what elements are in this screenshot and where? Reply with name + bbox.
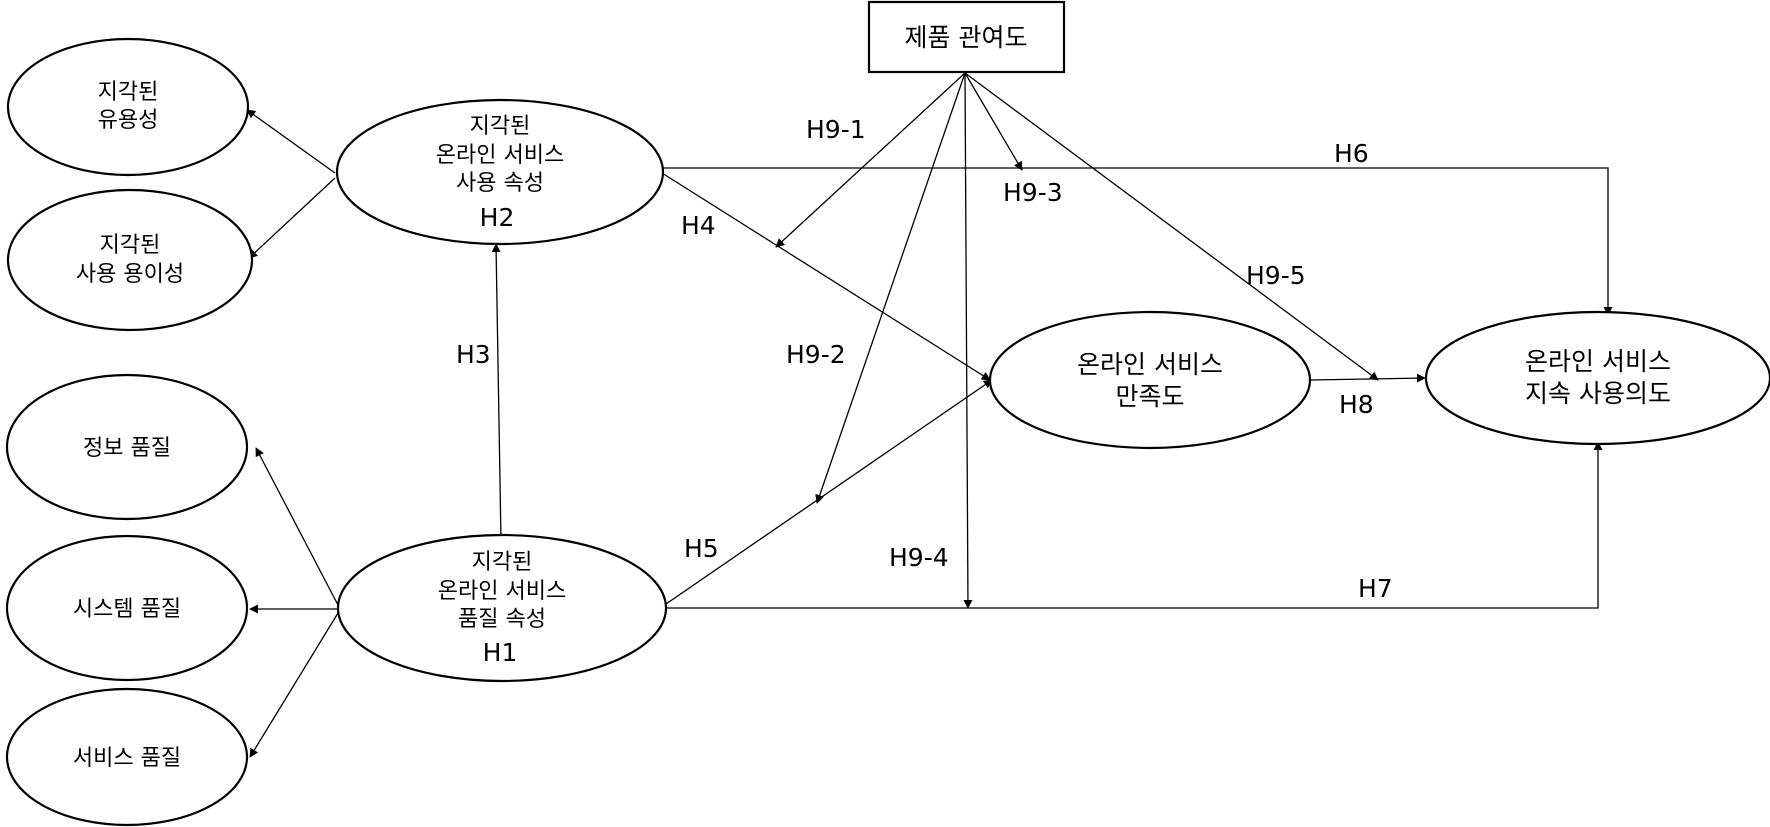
node-system-quality: 시스템 품질 — [5, 534, 249, 682]
qualityattr-line-1: 지각된 — [472, 550, 533, 575]
label-h3: H3 — [456, 340, 491, 369]
moderator-label: 제품 관여도 — [905, 23, 1028, 52]
edge-h3 — [491, 243, 502, 542]
node-online-service-use-attributes: 지각된 온라인 서비스 사용 속성 H2 — [335, 98, 665, 246]
qualityattr-line-3: 품질 속성 — [458, 607, 546, 632]
edge-h9-1 — [775, 72, 966, 248]
edge-qualityattr-svcq — [249, 612, 339, 758]
edge-h8 — [1309, 373, 1426, 383]
node-information-quality: 정보 품질 — [5, 373, 249, 521]
label-h6: H6 — [1334, 139, 1369, 168]
label-h9-2: H9-2 — [786, 340, 846, 369]
satisfaction-line-2: 만족도 — [1115, 382, 1184, 411]
ease-line-2: 사용 용이성 — [76, 262, 184, 287]
edge-useattr-usefulness — [246, 109, 336, 174]
node-online-service-quality-attributes: 지각된 온라인 서비스 품질 속성 H1 — [336, 533, 668, 683]
hypothesis-labels: H3 H4 H5 H6 H7 H8 H9-1 H9-2 H9-3 H9-4 H9… — [456, 115, 1393, 603]
infoq-label: 정보 품질 — [83, 436, 171, 461]
label-h5: H5 — [684, 534, 719, 563]
satisfaction-line-1: 온라인 서비스 — [1077, 350, 1223, 379]
node-perceived-ease-of-use: 지각된 사용 용이성 — [6, 188, 254, 332]
edge-h9-2 — [815, 72, 966, 504]
edge-h9-3 — [964, 72, 1023, 171]
continuance-line-1: 온라인 서비스 — [1525, 347, 1671, 376]
label-h9-5: H9-5 — [1246, 261, 1306, 290]
edge-useattr-ease — [248, 177, 336, 259]
sysq-label: 시스템 품질 — [73, 597, 181, 622]
node-continuance-intention: 온라인 서비스 지속 사용의도 — [1424, 310, 1770, 446]
moderator-box: 제품 관여도 — [867, 0, 1066, 74]
label-h9-3: H9-3 — [1003, 178, 1063, 207]
qualityattr-hypothesis-tag: H1 — [483, 638, 518, 667]
edge-h6 — [662, 167, 1613, 316]
continuance-line-2: 지속 사용의도 — [1525, 379, 1671, 408]
node-perceived-usefulness: 지각된 유용성 — [6, 37, 250, 177]
label-h9-4: H9-4 — [889, 543, 949, 572]
edge-h4 — [661, 172, 991, 381]
useattr-line-3: 사용 속성 — [456, 171, 544, 196]
edge-h7 — [666, 441, 1603, 609]
node-online-service-satisfaction: 온라인 서비스 만족도 — [988, 310, 1312, 450]
edges — [246, 72, 1613, 758]
usefulness-line-2: 유용성 — [98, 108, 159, 133]
useattr-line-2: 온라인 서비스 — [436, 143, 564, 168]
label-h8: H8 — [1339, 390, 1374, 419]
svcq-label: 서비스 품질 — [73, 746, 181, 771]
label-h4: H4 — [681, 211, 716, 240]
useattr-hypothesis-tag: H2 — [480, 203, 515, 232]
ease-line-1: 지각된 — [100, 233, 161, 258]
node-service-quality: 서비스 품질 — [5, 687, 249, 827]
usefulness-line-1: 지각된 — [98, 80, 159, 105]
label-h9-1: H9-1 — [806, 115, 866, 144]
useattr-line-1: 지각된 — [470, 114, 531, 139]
qualityattr-line-2: 온라인 서비스 — [438, 579, 566, 604]
edge-h9-4 — [963, 72, 973, 609]
edge-h5 — [665, 379, 993, 605]
edge-h9-5 — [964, 72, 1379, 381]
edge-qualityattr-infoq — [255, 447, 339, 606]
label-h7: H7 — [1358, 574, 1393, 603]
